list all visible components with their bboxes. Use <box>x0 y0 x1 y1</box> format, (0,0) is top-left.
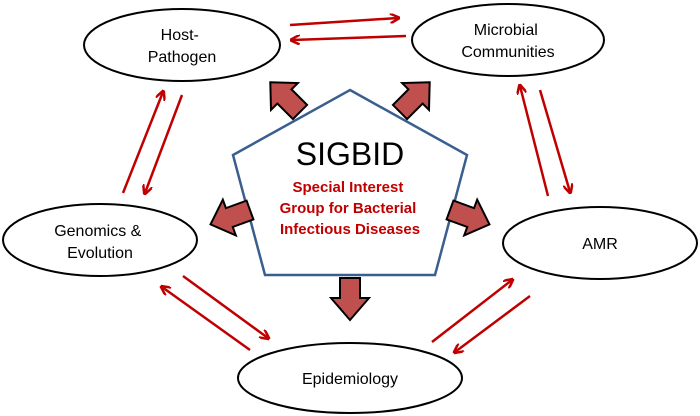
node-genomics-evolution <box>2 203 198 277</box>
node-amr-label: AMR <box>582 236 618 253</box>
arrows-host-microbial <box>290 18 407 40</box>
node-epidemiology <box>237 342 463 414</box>
center-title: SIGBID <box>296 136 404 172</box>
node-microbial-communities <box>411 3 605 77</box>
center-subtitle: Special Interest Group for Bacterial Inf… <box>280 179 421 238</box>
node-host-pathogen <box>83 8 281 82</box>
node-amr <box>502 206 698 280</box>
node-host-pathogen-label: Host- Pathogen <box>148 27 217 66</box>
arrows-genomics-epidemiology <box>162 274 268 352</box>
center-pentagon <box>231 88 469 277</box>
block-arrow-to-genomics <box>209 197 255 238</box>
block-arrow-to-epidemiology <box>328 277 372 322</box>
block-arrow-to-host-pathogen <box>269 81 309 121</box>
node-microbial-communities-label: Microbial Communities <box>461 22 554 61</box>
node-epidemiology-label: Epidemiology <box>302 371 398 388</box>
arrows-microbial-amr <box>520 86 570 197</box>
block-arrow-to-amr <box>445 197 491 238</box>
node-genomics-evolution-label: Genomics & Evolution <box>54 223 146 262</box>
arrows-host-genomics <box>121 92 184 193</box>
block-arrow-to-microbial-communities <box>391 81 431 121</box>
arrows-epidemiology-amr <box>431 280 531 352</box>
